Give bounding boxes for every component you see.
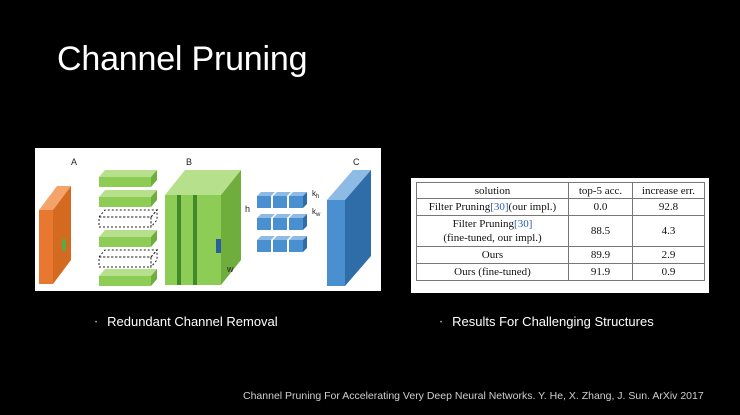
table-row: Filter Pruning[30](our impl.) 0.0 92.8 bbox=[416, 198, 705, 216]
feature-map-c bbox=[327, 170, 371, 286]
bullet-icon: • bbox=[440, 319, 443, 326]
cell-solution: Filter Pruning[30](fine-tuned, our impl.… bbox=[416, 215, 569, 247]
label-kw: kw bbox=[312, 207, 321, 218]
filter-2 bbox=[99, 190, 157, 207]
cell-solution: Filter Pruning[30](our impl.) bbox=[416, 198, 569, 216]
citation-link[interactable]: [30] bbox=[514, 218, 533, 230]
cell-acc: 91.9 bbox=[568, 263, 633, 281]
bullet-icon: • bbox=[95, 319, 98, 326]
kernel-stack bbox=[257, 192, 307, 252]
cell-err: 0.9 bbox=[632, 263, 705, 281]
label-h: h bbox=[245, 204, 250, 214]
table-row: Ours (fine-tuned) 91.9 0.9 bbox=[416, 263, 705, 281]
cell-err: 2.9 bbox=[632, 246, 705, 264]
caption-right: •Results For Challenging Structures bbox=[440, 314, 654, 329]
label-kh: kh bbox=[312, 189, 319, 200]
cell-solution: Ours (fine-tuned) bbox=[416, 263, 569, 281]
filter-pruned-1 bbox=[97, 208, 159, 229]
table-row: Ours 89.9 2.9 bbox=[416, 246, 705, 264]
feature-map-b bbox=[165, 170, 241, 285]
header-solution: solution bbox=[416, 182, 569, 199]
slide-title: Channel Pruning bbox=[57, 40, 308, 78]
cell-acc: 88.5 bbox=[568, 215, 633, 247]
diagram-canvas: A bbox=[39, 157, 371, 286]
filter-4 bbox=[99, 269, 157, 286]
cell-err: 4.3 bbox=[632, 215, 705, 247]
header-top5-acc: top-5 acc. bbox=[568, 182, 633, 199]
filter-1 bbox=[99, 170, 157, 187]
citation-footer: Channel Pruning For Accelerating Very De… bbox=[243, 390, 704, 402]
cell-solution: Ours bbox=[416, 246, 569, 264]
cell-acc: 0.0 bbox=[568, 198, 633, 216]
results-table: solution top-5 acc. increase err. Filter… bbox=[416, 182, 705, 281]
label-w: w bbox=[226, 264, 234, 274]
filter-3 bbox=[99, 230, 157, 247]
caption-left: •Redundant Channel Removal bbox=[95, 314, 278, 329]
table-row: Filter Pruning[30](fine-tuned, our impl.… bbox=[416, 215, 705, 247]
filter-pruned-2 bbox=[97, 248, 159, 269]
feature-map-a bbox=[39, 186, 71, 284]
cell-acc: 89.9 bbox=[568, 246, 633, 264]
label-a: A bbox=[71, 157, 77, 167]
channel-pruning-diagram: A bbox=[35, 148, 381, 291]
citation-link[interactable]: [30] bbox=[490, 201, 509, 213]
kernel-row-2 bbox=[257, 214, 307, 230]
header-increase-err: increase err. bbox=[632, 182, 705, 199]
results-table-panel: solution top-5 acc. increase err. Filter… bbox=[411, 178, 709, 293]
table-header-row: solution top-5 acc. increase err. bbox=[416, 182, 705, 199]
filter-stack bbox=[97, 170, 159, 286]
label-c: C bbox=[353, 157, 360, 167]
label-b: B bbox=[186, 157, 192, 167]
cell-err: 92.8 bbox=[632, 198, 705, 216]
kernel-row-1 bbox=[257, 192, 307, 208]
kernel-row-3 bbox=[257, 236, 307, 252]
